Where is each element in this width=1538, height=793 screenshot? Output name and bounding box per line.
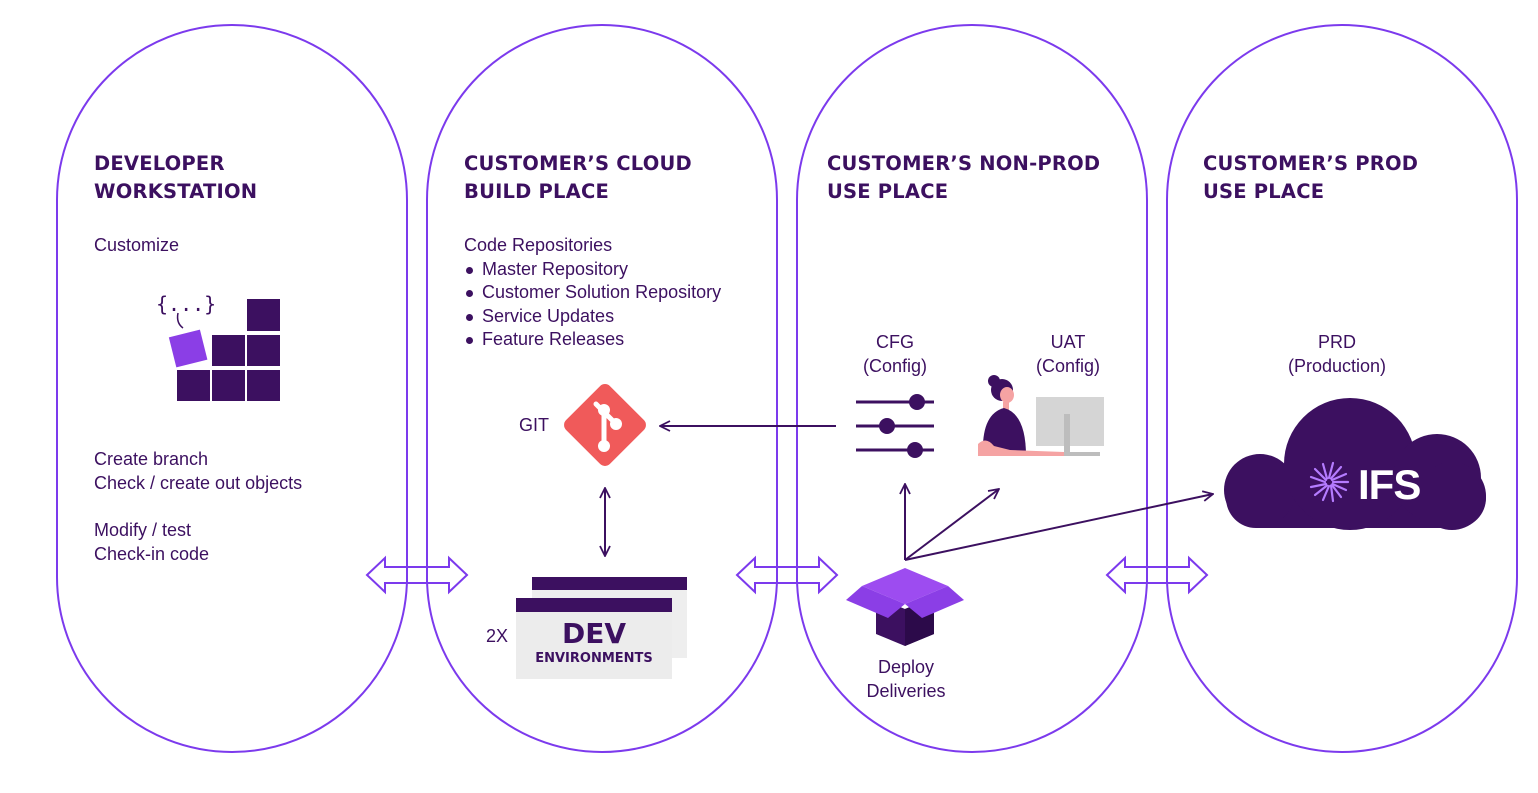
list-item: Customer Solution Repository (464, 281, 721, 305)
deploy-box-icon (846, 568, 964, 646)
ifs-cloud-icon (1224, 398, 1486, 530)
git-label: GIT (519, 415, 549, 435)
code-braces-icon: {...} (156, 292, 216, 316)
dev-environments-icon (516, 577, 687, 679)
title-line-2: WORKSTATION (94, 180, 258, 203)
dev-title: DEV (561, 617, 627, 650)
deploy-line-1: Deploy (877, 657, 935, 677)
deploy-to-prod-arrow (904, 494, 1213, 561)
code-step: Check-in code (94, 543, 210, 564)
deploy-to-uat-arrow (904, 489, 999, 561)
deploy-line-2: Deliveries (866, 680, 946, 701)
connector-arrow-2 (735, 555, 839, 595)
prd-label-line-1: PRD (1317, 332, 1356, 352)
list-item: Service Updates (464, 305, 721, 329)
prd-label: PRD (Production) (1267, 331, 1407, 378)
column-prod-outline (1166, 24, 1518, 753)
ifs-logo-text: IFS (1358, 461, 1420, 508)
connector-arrow-1 (365, 555, 469, 595)
user-at-computer-icon (978, 375, 1104, 456)
prd-label-line-2: (Production) (1287, 355, 1387, 376)
uat-label-line-2: (Config) (1035, 355, 1101, 376)
uat-label-line-1: UAT (1050, 332, 1086, 352)
cfg-label: CFG (Config) (845, 331, 945, 378)
uat-label: UAT (Config) (1018, 331, 1118, 378)
repository-list: Master Repository Customer Solution Repo… (464, 258, 721, 352)
cfg-label-line-1: CFG (876, 332, 914, 352)
connector-arrow-3 (1105, 555, 1209, 595)
title-line-1: CUSTOMER’S PROD (1203, 152, 1419, 175)
column-nonprod-outline (796, 24, 1148, 753)
branch-step: Create branch (94, 449, 209, 469)
list-item: Master Repository (464, 258, 721, 282)
customize-label: Customize (94, 235, 180, 255)
dev-multiplier-label: 2X (486, 626, 509, 646)
title-line-2: USE PLACE (1203, 180, 1325, 203)
blocks-icon (168, 299, 280, 401)
title-line-1: DEVELOPER (94, 152, 225, 175)
developer-workstation-title: DEVELOPER WORKSTATION (94, 150, 257, 206)
title-line-2: BUILD PLACE (464, 180, 609, 203)
branch-steps: Create branch Check / create out objects (94, 448, 302, 495)
nonprod-title: CUSTOMER’S NON-PROD USE PLACE (827, 150, 1100, 206)
list-item: Feature Releases (464, 328, 721, 352)
deploy-deliveries-label: Deploy Deliveries (846, 656, 966, 703)
code-steps: Modify / test Check-in code (94, 519, 209, 566)
cloud-build-title: CUSTOMER’S CLOUD BUILD PLACE (464, 150, 692, 206)
column-cloud-build-outline (426, 24, 778, 753)
cfg-label-line-2: (Config) (862, 355, 928, 376)
code-repositories-heading: Code Repositories (464, 235, 613, 255)
dev-subtitle: ENVIRONMENTS (535, 651, 653, 666)
title-line-2: USE PLACE (827, 180, 949, 203)
prod-title: CUSTOMER’S PROD USE PLACE (1203, 150, 1418, 206)
code-step: Modify / test (94, 520, 192, 540)
ifs-logo-mark-icon (1309, 461, 1350, 503)
git-icon (564, 384, 646, 466)
sliders-icon (856, 394, 934, 458)
branch-step: Check / create out objects (94, 472, 303, 493)
title-line-1: CUSTOMER’S CLOUD (464, 152, 692, 175)
code-repositories: Code Repositories Master Repository Cust… (464, 234, 721, 352)
title-line-1: CUSTOMER’S NON-PROD (827, 152, 1101, 175)
column-developer-outline (56, 24, 408, 753)
